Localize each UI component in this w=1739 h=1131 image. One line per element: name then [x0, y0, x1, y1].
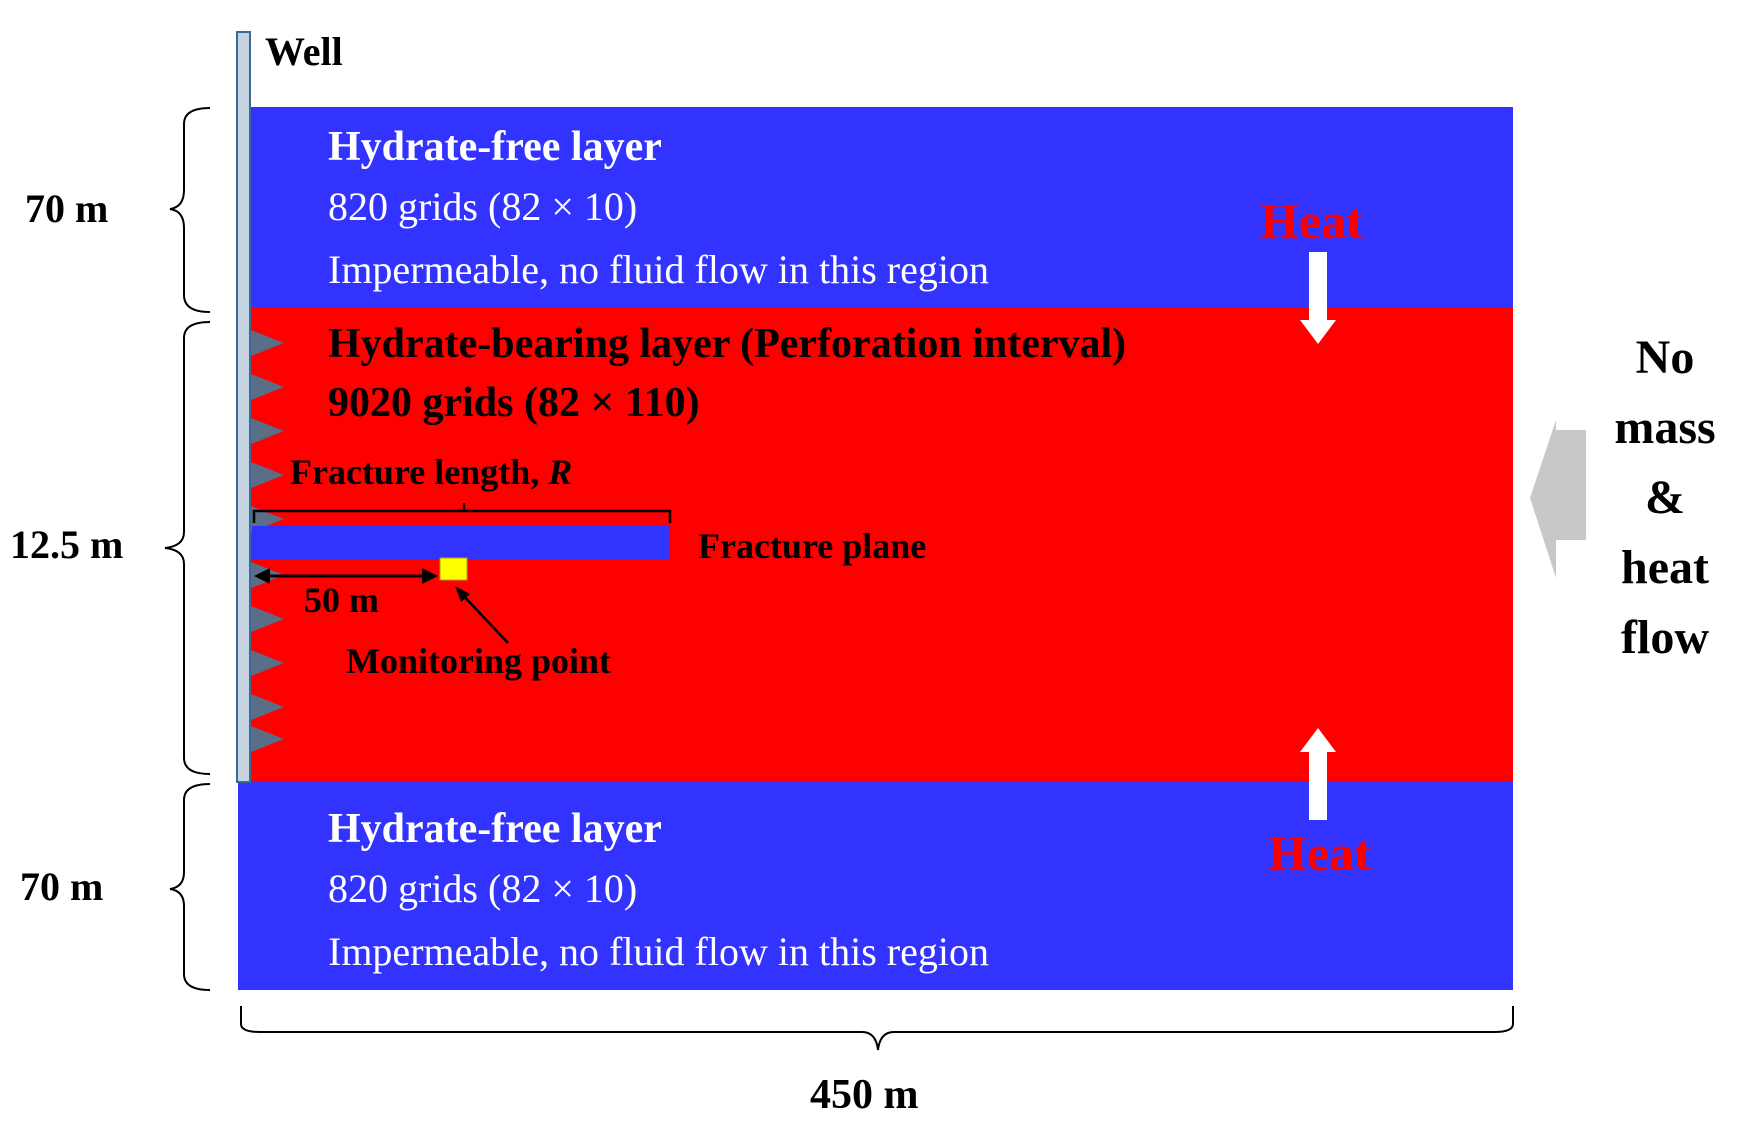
- perforation-marker: [251, 374, 284, 400]
- top-thickness-label: 70 m: [25, 186, 108, 231]
- width-label: 450 m: [810, 1072, 919, 1118]
- perforation-marker: [251, 330, 284, 356]
- perforation-marker: [251, 506, 284, 532]
- fracture-plane-label: Fracture plane: [698, 526, 926, 566]
- boundary-line: &: [1645, 471, 1685, 524]
- boundary-line: heat: [1621, 541, 1709, 594]
- distance-arrow: [254, 568, 438, 584]
- well-bore: [236, 31, 251, 783]
- monitor-distance-label: 50 m: [304, 580, 379, 620]
- top-hydrate-free-layer: [238, 107, 1513, 307]
- boundary-line: flow: [1621, 611, 1709, 664]
- width-brace: [240, 1006, 1514, 1051]
- heat-arrow-up: [1300, 728, 1336, 820]
- left-braces: [164, 107, 211, 991]
- monitoring-point-pointer: [455, 586, 509, 644]
- boundary-line: No: [1636, 331, 1695, 384]
- fracture-length-symbol: R: [547, 452, 572, 492]
- perforation-marker: [251, 726, 284, 752]
- bottom-hydrate-free-layer: [238, 782, 1513, 990]
- perforation-marker: [251, 606, 284, 632]
- bottom-layer-note: Impermeable, no fluid flow in this regio…: [328, 929, 989, 974]
- perforation-marker: [251, 418, 284, 444]
- heat-arrow-down: [1300, 252, 1336, 344]
- perforation-marker: [251, 462, 284, 488]
- top-brace: [169, 107, 211, 313]
- monitoring-point-marker: [439, 557, 468, 581]
- bottom-thickness-label: 70 m: [20, 864, 103, 909]
- fracture-length-label: Fracture length, R: [290, 452, 572, 492]
- top-layer-note: Impermeable, no fluid flow in this regio…: [328, 247, 989, 292]
- well-label: Well: [265, 29, 343, 74]
- perforation-marker: [251, 650, 284, 676]
- bottom-layer-grids: 820 grids (82 × 10): [328, 866, 637, 911]
- boundary-condition-label: No mass & heat flow: [1614, 331, 1715, 664]
- top-layer-grids: 820 grids (82 × 10): [328, 184, 637, 229]
- boundary-line: mass: [1614, 401, 1715, 454]
- fracture-plane: [252, 526, 670, 560]
- fracture-length-bracket: [252, 503, 672, 523]
- middle-thickness-label: 12.5 m: [10, 522, 123, 567]
- monitoring-point-label: Monitoring point: [346, 641, 611, 681]
- perforation-marker: [251, 694, 284, 720]
- top-layer-title: Hydrate-free layer: [328, 124, 662, 170]
- bottom-brace: [169, 783, 211, 991]
- middle-layer-grids: 9020 grids (82 × 110): [328, 380, 700, 426]
- heat-label-top: Heat: [1260, 193, 1363, 249]
- middle-layer-title: Hydrate-bearing layer (Perforation inter…: [328, 321, 1126, 367]
- perforation-markers: [251, 330, 284, 752]
- no-flow-arrow: [1530, 420, 1586, 578]
- heat-label-bottom: Heat: [1268, 825, 1371, 881]
- bottom-layer-title: Hydrate-free layer: [328, 806, 662, 852]
- middle-brace: [164, 321, 211, 775]
